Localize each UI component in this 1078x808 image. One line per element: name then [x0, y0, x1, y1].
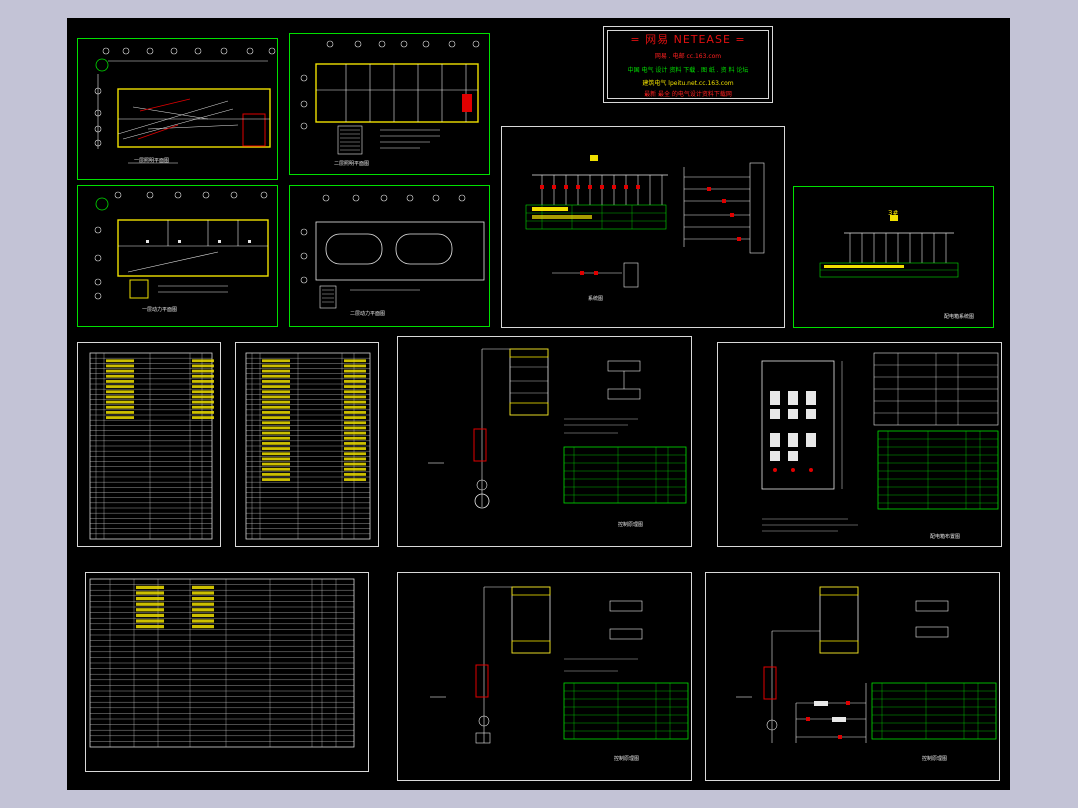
- control-drawing: [736, 586, 997, 743]
- sheet-panel-layout[interactable]: 配电箱布置图: [717, 342, 1002, 547]
- sheet-motor-control-1[interactable]: 控制原理图: [397, 336, 692, 547]
- system2-caption: 配电箱系统图: [944, 314, 975, 320]
- watermark-line-3: 建筑电气 lpeitu.net.cc.163.com: [642, 80, 734, 87]
- panel-box-label: 3#: [888, 209, 899, 217]
- sheet-panel-system[interactable]: 3# 配电箱系统图: [793, 186, 994, 328]
- plan3-caption: 一层动力平面图: [142, 307, 178, 313]
- sheet-motor-control-3[interactable]: 控制原理图: [705, 572, 1000, 781]
- sheet-material-table-1[interactable]: [77, 342, 221, 547]
- control-drawing: [428, 348, 687, 509]
- control-drawing: [430, 586, 689, 744]
- watermark-line-2: 中国 电气 设计 资料 下载 . 图 纸 . 资 料 论坛: [627, 67, 749, 74]
- sheet-lighting-plan-2[interactable]: 二层照明平面图: [289, 33, 490, 175]
- sheet-cable-schedule[interactable]: [85, 572, 369, 772]
- sheet-power-plan-2[interactable]: 二层动力平面图: [289, 185, 490, 327]
- schedule-grid: [89, 578, 355, 748]
- motor3-caption: 控制原理图: [922, 756, 948, 762]
- sheet-power-plan-1[interactable]: 一层动力平面图: [77, 185, 278, 327]
- plan-drawing: [94, 191, 269, 300]
- system1-caption: 系统图: [588, 296, 604, 302]
- plan-drawing: [300, 40, 480, 155]
- watermark-line-1: 网易 . 电邮 cc.163.com: [654, 53, 722, 60]
- plan-drawing: [300, 194, 485, 309]
- plan4-caption: 二层动力平面图: [350, 311, 386, 317]
- table-grid: [245, 352, 371, 540]
- watermark-line-4: 最新 最全 的电气设计资料下载网: [644, 91, 732, 98]
- watermark-title: = 网易 NETEASE =: [630, 33, 746, 46]
- motor2-caption: 控制原理图: [614, 756, 640, 762]
- cad-model-space[interactable]: = 网易 NETEASE = 网易 . 电邮 cc.163.com 中国 电气 …: [67, 18, 1010, 790]
- plan1-caption: 一层照明平面图: [134, 158, 170, 164]
- sheet-distribution-system[interactable]: 系统图: [501, 126, 785, 328]
- sheet-material-table-2[interactable]: [235, 342, 379, 547]
- system-drawing: [525, 155, 765, 288]
- sheet-motor-control-2[interactable]: 控制原理图: [397, 572, 692, 781]
- sheet-lighting-plan-1[interactable]: 一层照明平面图: [77, 38, 278, 180]
- panel-caption: 配电箱布置图: [930, 534, 961, 540]
- watermark-box: = 网易 NETEASE = 网易 . 电邮 cc.163.com 中国 电气 …: [603, 26, 773, 103]
- plan2-caption: 二层照明平面图: [334, 161, 370, 167]
- system-drawing: [819, 215, 959, 278]
- watermark-inner-frame: [607, 30, 769, 99]
- table-grid: [89, 352, 214, 540]
- motor1-caption: 控制原理图: [618, 522, 644, 528]
- plan-drawing: [94, 47, 276, 164]
- panel-drawing: [761, 352, 999, 532]
